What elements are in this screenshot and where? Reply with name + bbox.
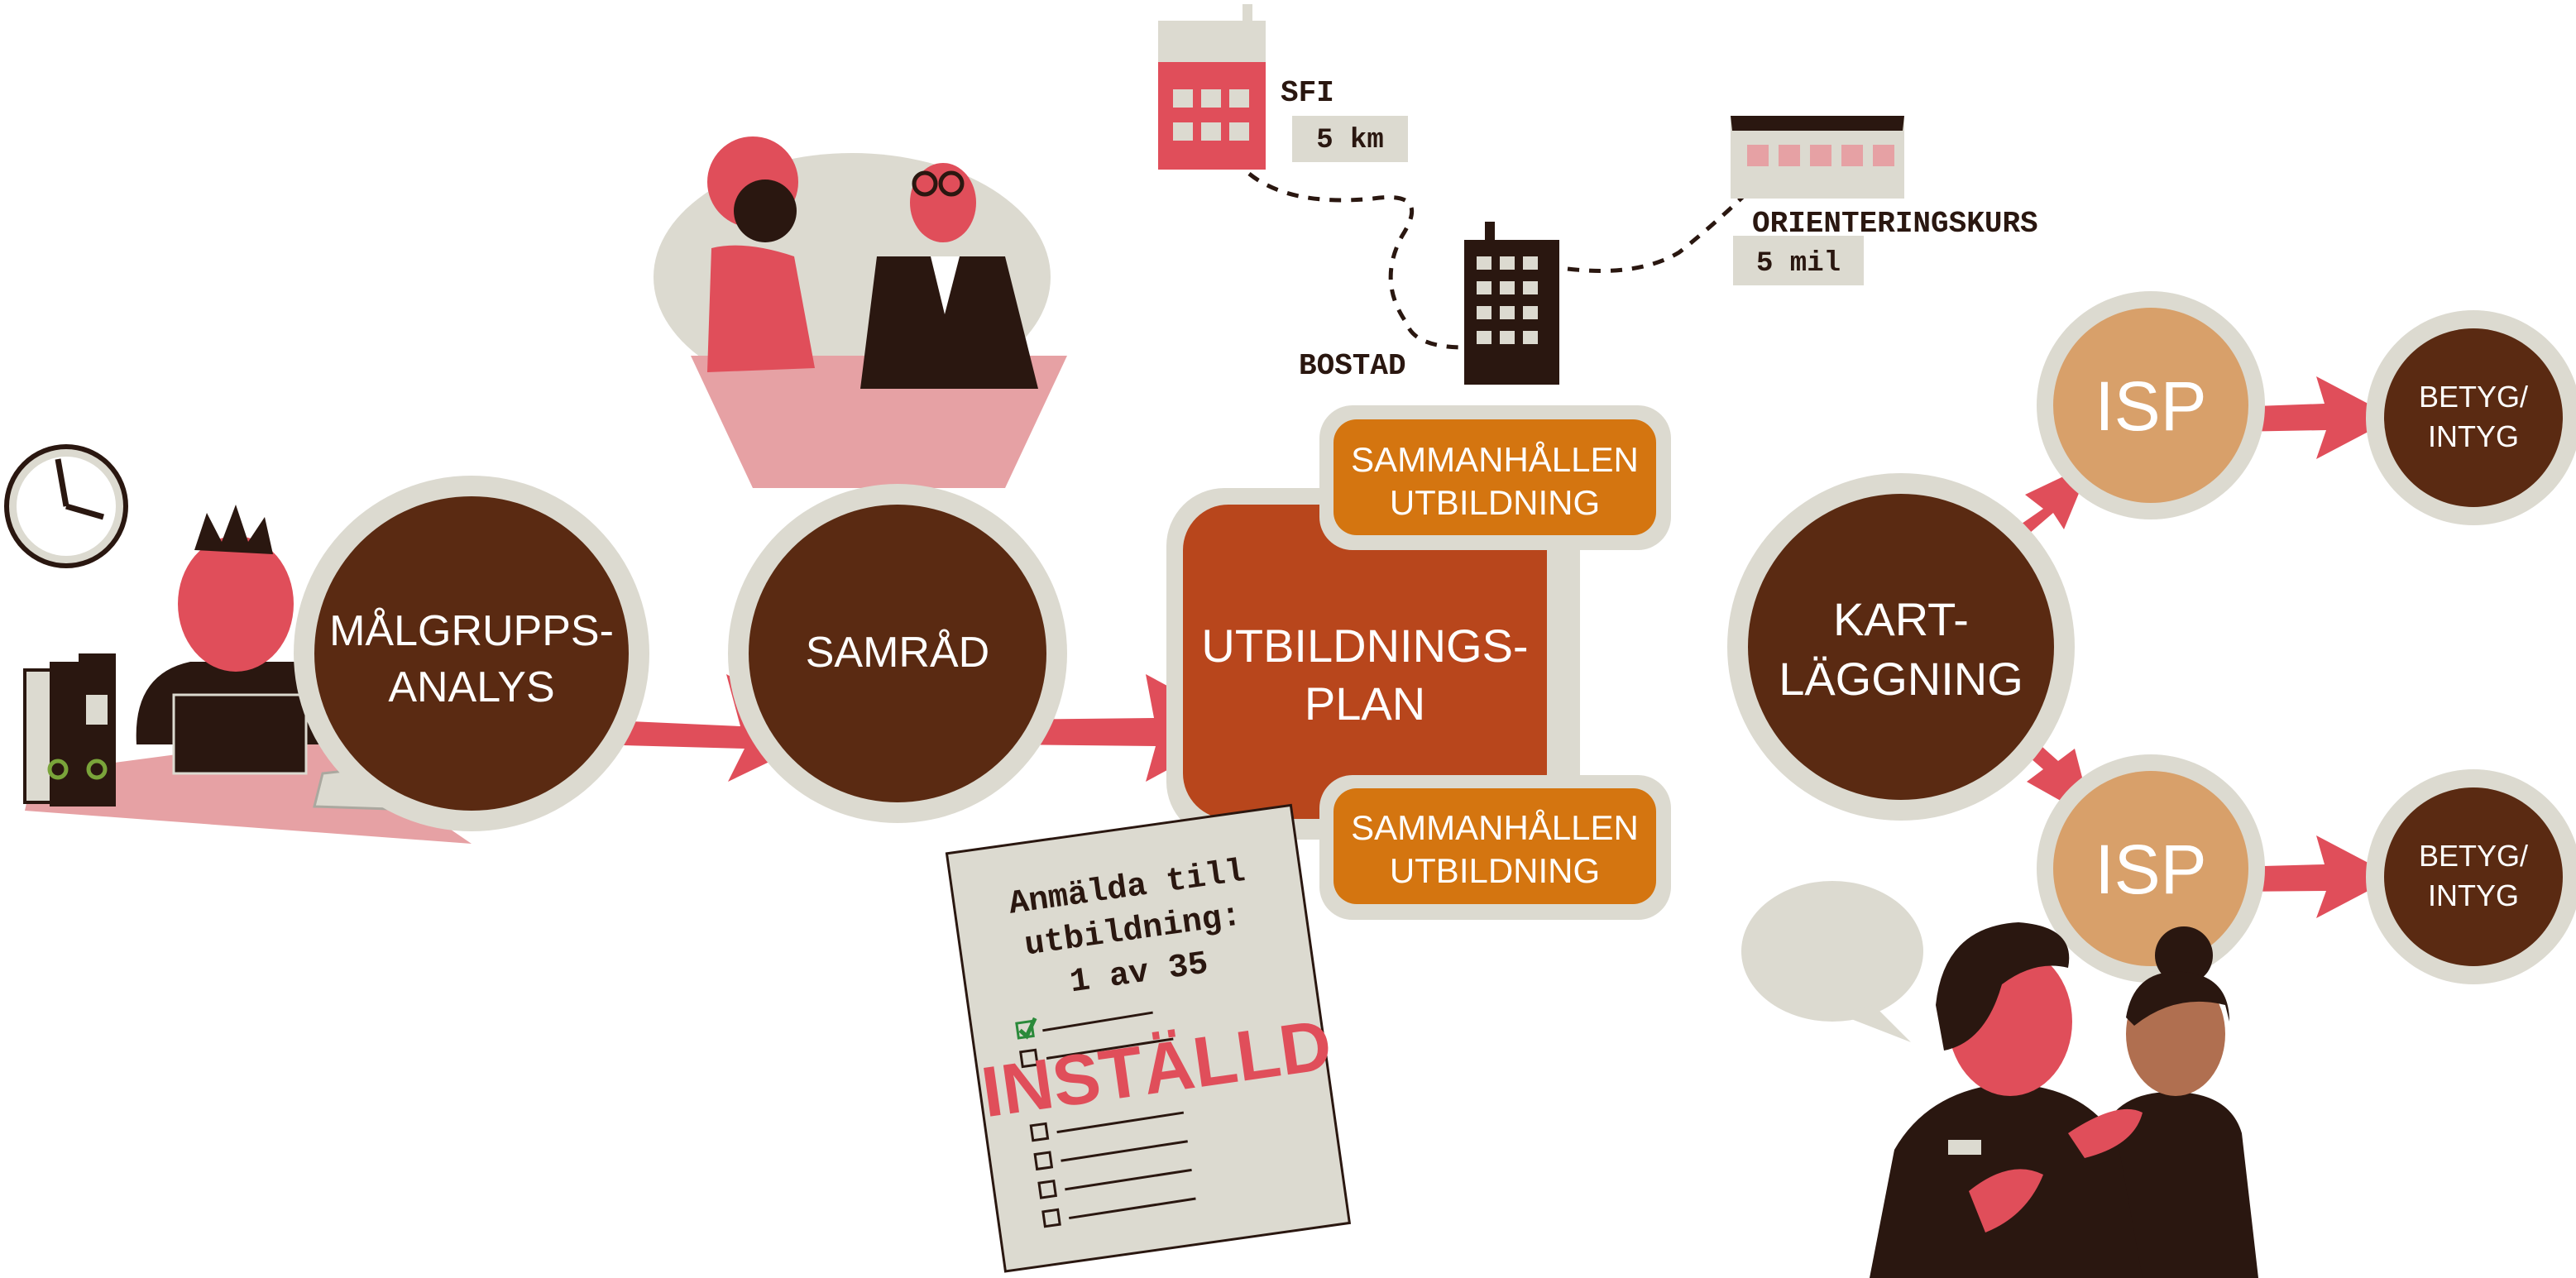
notice-paper: Anmälda till utbildning: 1 av 35 INSTÄLL… [945, 803, 1352, 1273]
sammanhallen-utbildning-top: SAMMANHÅLLEN UTBILDNING [1319, 405, 1671, 550]
kartlaggning-label-line1: KART- [1833, 593, 1969, 645]
consultation-illustration [654, 136, 1067, 488]
woman-person [707, 136, 815, 372]
school-building-icon [1158, 4, 1266, 170]
kartlaggning-label-line2: LÄGGNING [1779, 653, 2023, 705]
utbildningsplan-label-line2: PLAN [1305, 677, 1425, 730]
samrad-node: SAMRÅD [728, 484, 1067, 823]
arrow-5 [2234, 376, 2395, 459]
analyst-illustration [4, 444, 474, 844]
betyg-top-line1: BETYG/ [2419, 380, 2528, 414]
betyg-top-line2: INTYG [2428, 419, 2519, 453]
isp-top-label: ISP [2095, 367, 2206, 445]
kartlaggning-node: KART- LÄGGNING [1727, 473, 2075, 821]
advisor-person [1870, 922, 2143, 1278]
samrad-label: SAMRÅD [806, 629, 989, 677]
utbildningsplan-label-line1: UTBILDNINGS- [1201, 620, 1528, 672]
binders-icon [23, 653, 116, 807]
advisor-illustration [1741, 881, 2258, 1278]
man-person [860, 163, 1038, 389]
isp-node-top: ISP [2037, 291, 2265, 519]
orientering-label: ORIENTERINGSKURS [1752, 207, 2038, 241]
checklist [1015, 1011, 1196, 1228]
betyg-bottom-line1: BETYG/ [2419, 839, 2528, 873]
isp-bottom-label: ISP [2095, 830, 2206, 908]
betyg-intyg-node-bottom: BETYG/ INTYG [2366, 769, 2576, 984]
client-person [2085, 926, 2258, 1278]
sammanhallen-utbildning-bottom: SAMMANHÅLLEN UTBILDNING [1319, 775, 1671, 920]
isp-node-bottom: ISP [2037, 754, 2265, 983]
clock-icon [4, 444, 128, 568]
betyg-bottom-line2: INTYG [2428, 878, 2519, 912]
sammanhallen-bottom-line1: SAMMANHÅLLEN [1351, 808, 1639, 847]
arrow-6 [2234, 835, 2395, 918]
sammanhallen-bottom-line2: UTBILDNING [1390, 851, 1600, 890]
malgrupp-label-line1: MÅLGRUPPS- [329, 607, 614, 655]
map-illustration: SFI 5 km BOSTAD ORIENTERINGSKURS [1158, 4, 2038, 385]
sfi-distance: 5 km [1316, 125, 1384, 156]
apartment-building-icon [1464, 222, 1559, 385]
orientering-distance: 5 mil [1756, 248, 1841, 280]
malgrupp-label-line2: ANALYS [388, 663, 554, 711]
speech-bubble-icon [1741, 881, 1923, 1042]
utbildningsplan-node: UTBILDNINGS- PLAN [1166, 488, 1580, 840]
sfi-label: SFI [1281, 76, 1334, 110]
bostad-label: BOSTAD [1299, 349, 1406, 383]
malgrupps-analys-node: MÅLGRUPPS- ANALYS [294, 476, 649, 831]
sammanhallen-top-line1: SAMMANHÅLLEN [1351, 440, 1639, 479]
course-building-icon [1731, 116, 1904, 199]
betyg-intyg-node-top: BETYG/ INTYG [2366, 310, 2576, 525]
sammanhallen-top-line2: UTBILDNING [1390, 483, 1600, 522]
